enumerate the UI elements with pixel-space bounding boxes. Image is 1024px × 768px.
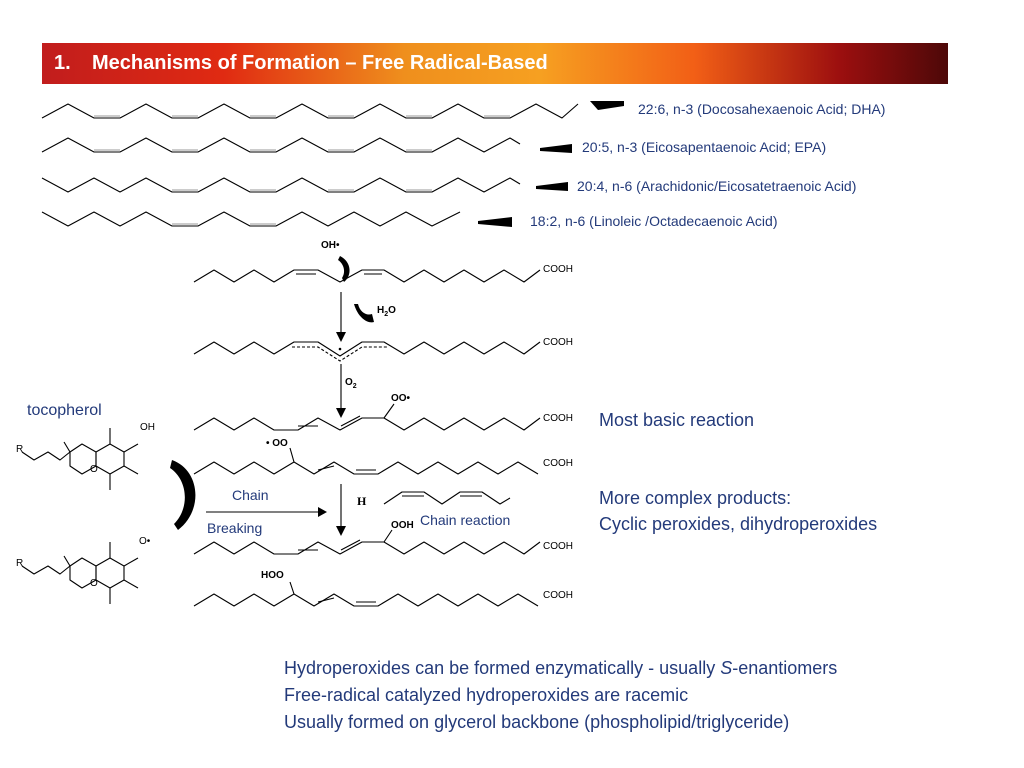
peroxyl-label-1: OO• xyxy=(391,393,411,404)
hydroperoxide-label-1: OOH xyxy=(391,520,414,531)
note-basic-reaction: Most basic reaction xyxy=(599,410,755,430)
title-number: 1. xyxy=(54,52,71,74)
oh-radical-label: OH• xyxy=(321,240,340,251)
h-atom-label: H xyxy=(357,494,367,508)
cooh-label-4: COOH xyxy=(543,458,573,469)
page-title: Mechanisms of Formation – Free Radical-B… xyxy=(92,52,548,74)
toco-o-label-1: O xyxy=(90,464,98,475)
bottom-line-3: Usually formed on glycerol backbone (pho… xyxy=(284,712,790,732)
title-bar xyxy=(42,43,948,84)
tocopherol-structure-1 xyxy=(21,428,139,490)
cooh-label-1: COOH xyxy=(543,264,573,275)
toco-o-label-2: O xyxy=(90,578,98,589)
toco-radical-label: O• xyxy=(139,536,151,547)
acid-label-dha: 22:6, n-3 (Docosahexaenoic Acid; DHA) xyxy=(638,101,886,117)
water-label: H2O xyxy=(377,305,396,318)
acid-label-epa: 20:5, n-3 (Eicosapentaenoic Acid; EPA) xyxy=(582,139,827,155)
cooh-label-6: COOH xyxy=(543,590,573,601)
toco-r-label-2: R xyxy=(16,558,24,569)
toco-r-label-1: R xyxy=(16,444,24,455)
epa-chain xyxy=(41,137,521,153)
cooh-label-2: COOH xyxy=(543,337,573,348)
acid-label-linoleic: 18:2, n-6 (Linoleic /Octadecaenoic Acid) xyxy=(530,213,778,229)
hydroperoxide-label-2: HOO xyxy=(261,570,284,581)
note-complex-2: Cyclic peroxides, dihydroperoxides xyxy=(599,514,878,534)
note-complex-1: More complex products: xyxy=(599,488,792,508)
chain-reaction-label: Chain reaction xyxy=(420,512,511,528)
cooh-label-5: COOH xyxy=(543,541,573,552)
oxygen-label: O2 xyxy=(345,377,357,390)
bottom-line-1: Hydroperoxides can be formed enzymatical… xyxy=(284,658,838,678)
cooh-label-3: COOH xyxy=(543,413,573,424)
linoleic-chain xyxy=(41,211,461,227)
peroxyl-label-2: • OO xyxy=(266,438,288,449)
bottom-line-2: Free-radical catalyzed hydroperoxides ar… xyxy=(284,685,689,705)
arachidonic-chain xyxy=(41,177,521,193)
chain-label: Chain xyxy=(232,487,269,503)
tocopherol-structure-2 xyxy=(21,542,139,604)
dha-chain xyxy=(41,103,579,119)
acid-label-arachidonic: 20:4, n-6 (Arachidonic/Eicosatetraenoic … xyxy=(577,178,857,194)
tocopherol-label: tocopherol xyxy=(27,402,102,419)
toco-oh-label: OH xyxy=(140,422,155,433)
breaking-label: Breaking xyxy=(207,520,263,536)
